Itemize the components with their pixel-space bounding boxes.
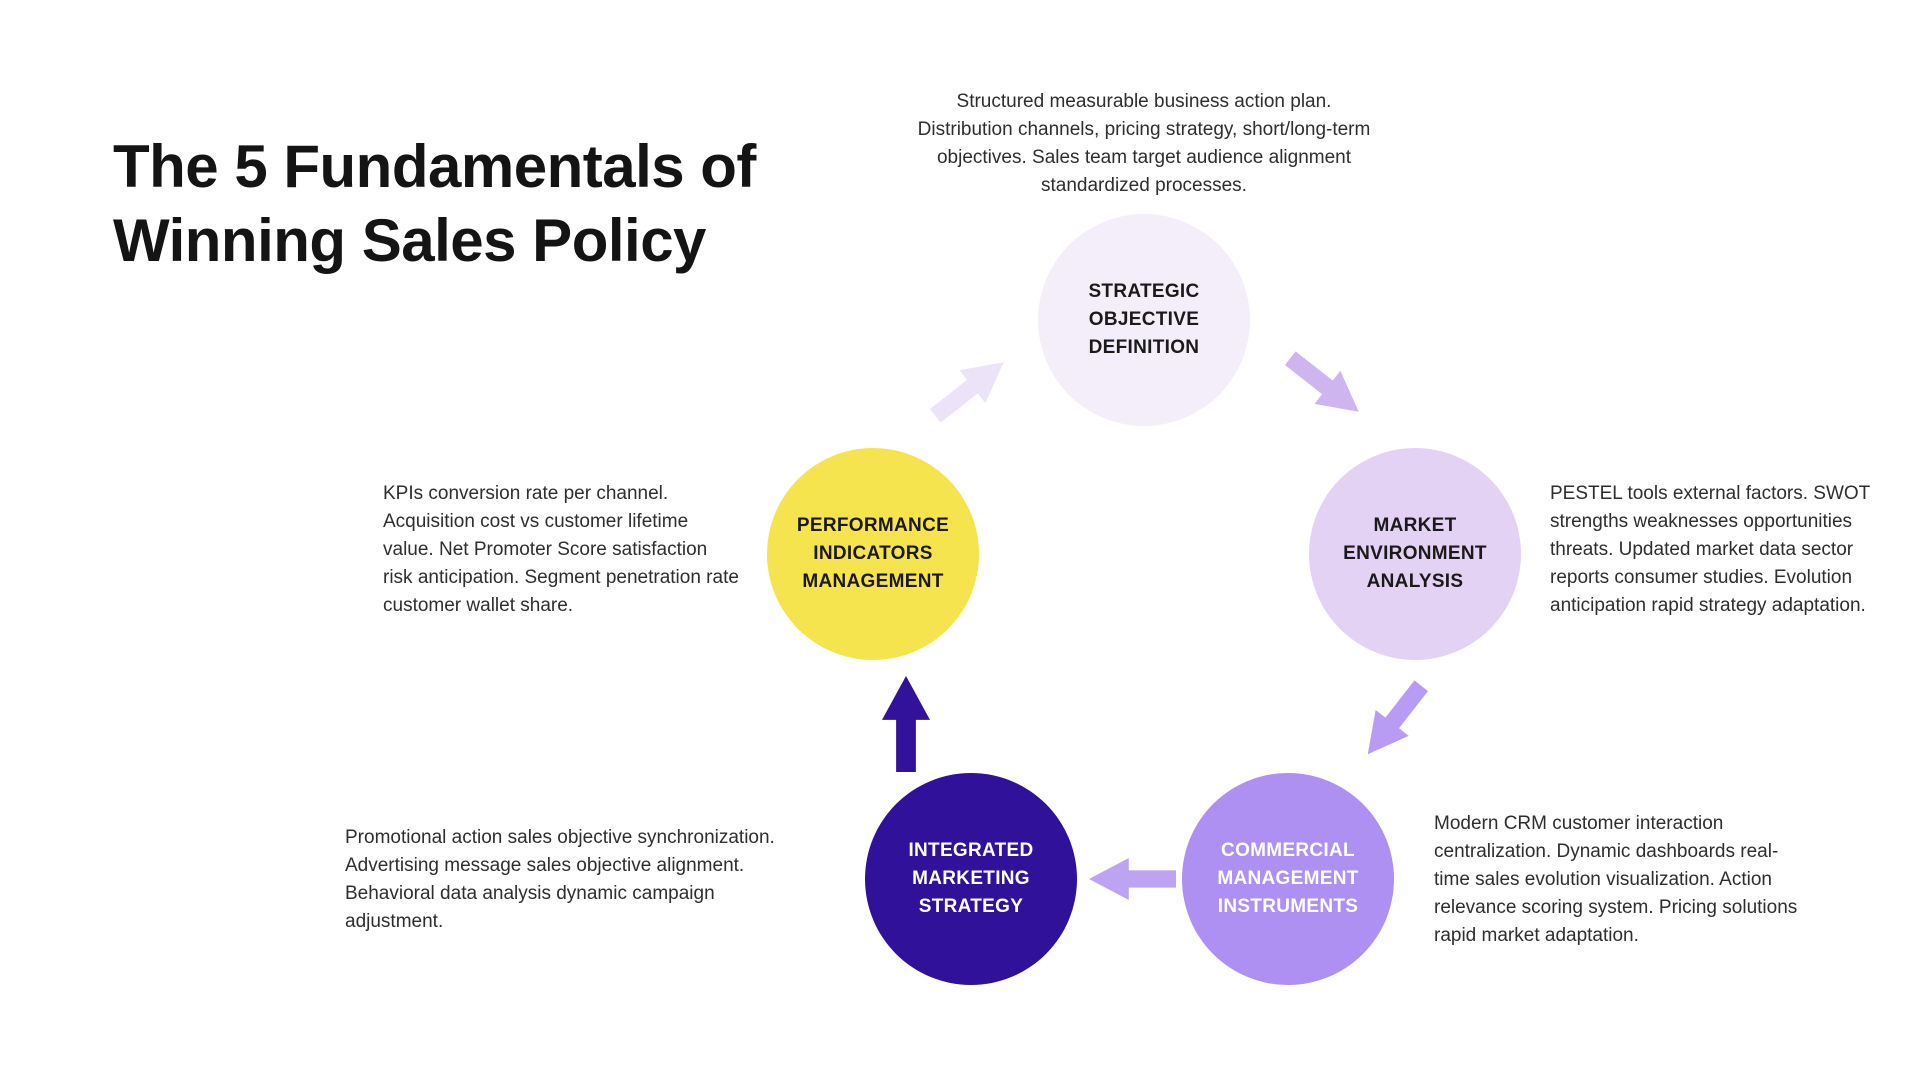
- node-commercial-management-instruments: COMMERCIAL MANAGEMENT INSTRUMENTS: [1182, 773, 1394, 985]
- page-title: The 5 Fundamentals of Winning Sales Polic…: [113, 130, 756, 278]
- description-market-environment-analysis: PESTEL tools external factors. SWOT stre…: [1550, 483, 1870, 616]
- arrow-integrated-to-performance-icon: [882, 676, 930, 772]
- node-performance-indicators-management: PERFORMANCE INDICATORS MANAGEMENT: [767, 448, 979, 660]
- node-label-integrated: INTEGRATED MARKETING STRATEGY: [908, 840, 1034, 917]
- arrow-commercial-to-integrated-icon: [1089, 858, 1176, 900]
- description-integrated-marketing-strategy: Promotional action sales objective synch…: [345, 827, 775, 932]
- node-strategic-objective-definition: STRATEGIC OBJECTIVE DEFINITION: [1038, 214, 1250, 426]
- node-label-performance: PERFORMANCE INDICATORS MANAGEMENT: [796, 515, 950, 592]
- node-market-environment-analysis: MARKET ENVIRONMENT ANALYSIS: [1309, 448, 1521, 660]
- arrow-strategic-to-market-icon: [1284, 351, 1359, 412]
- node-label-market: MARKET ENVIRONMENT ANALYSIS: [1343, 515, 1487, 592]
- node-label-strategic: STRATEGIC OBJECTIVE DEFINITION: [1088, 281, 1200, 358]
- node-label-commercial: COMMERCIAL MANAGEMENT INSTRUMENTS: [1217, 840, 1359, 917]
- arrow-market-to-commercial-icon: [1367, 680, 1429, 755]
- page-title-line1: The 5 Fundamentals of: [113, 133, 756, 200]
- node-integrated-marketing-strategy: INTEGRATED MARKETING STRATEGY: [865, 773, 1077, 985]
- description-strategic-objective-definition: Structured measurable business action pl…: [917, 91, 1371, 196]
- description-commercial-management-instruments: Modern CRM customer interaction centrali…: [1434, 813, 1798, 946]
- page-title-line2: Winning Sales Policy: [113, 207, 706, 274]
- arrow-performance-to-strategic-icon: [929, 362, 1004, 423]
- description-performance-indicators-management: KPIs conversion rate per channel. Acquis…: [383, 483, 739, 616]
